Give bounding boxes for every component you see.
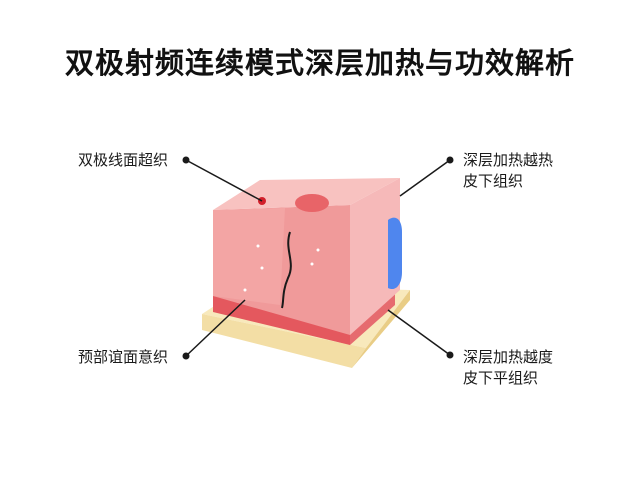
callout-dot-bottom-left [182, 352, 190, 360]
label-deep-heating-bottom: 深层加热越度 皮下平组织 [463, 347, 553, 389]
label-deep-heating-top: 深层加热越热 皮下组织 [463, 150, 553, 192]
callout-dot-bottom-right [446, 351, 454, 359]
label-bottom-left-layer: 预部谊面意织 [78, 347, 168, 368]
tissue-block-front-highlight [213, 208, 285, 305]
fat-layer-front [202, 314, 366, 368]
speck-5 [243, 288, 247, 292]
label-dermis-surface: 双极线面超织 [78, 150, 168, 171]
tissue-block-side [350, 178, 400, 335]
label-bottom-left-text: 预部谊面意织 [78, 348, 169, 366]
treatment-spot [295, 194, 329, 212]
fat-layer-side [352, 290, 410, 368]
speck-3 [316, 248, 320, 252]
label-deep-heating-top-line2: 皮下组织 [463, 172, 524, 190]
callout-line-top-right [399, 159, 451, 197]
callout-dot-top-right [446, 156, 454, 164]
speck-1 [256, 244, 260, 248]
speck-2 [260, 266, 264, 270]
label-dermis-surface-text: 双极线面超织 [78, 151, 169, 169]
electrode-blue [388, 217, 402, 290]
label-deep-heating-bottom-line2: 皮下平组织 [463, 369, 539, 387]
callout-line-bottom-right [387, 309, 451, 356]
callout-dot-top-left [182, 156, 190, 164]
label-deep-heating-top-line1: 深层加热越热 [463, 151, 554, 169]
label-deep-heating-bottom-line1: 深层加热越度 [463, 348, 554, 366]
callout-line-bottom-left [185, 299, 246, 357]
tissue-crack-line [281, 231, 292, 309]
speck-4 [310, 262, 314, 266]
callout-line-top-left [185, 159, 263, 202]
diagram-title: 双极射频连续模式深层加热与功效解析 [64, 46, 575, 80]
